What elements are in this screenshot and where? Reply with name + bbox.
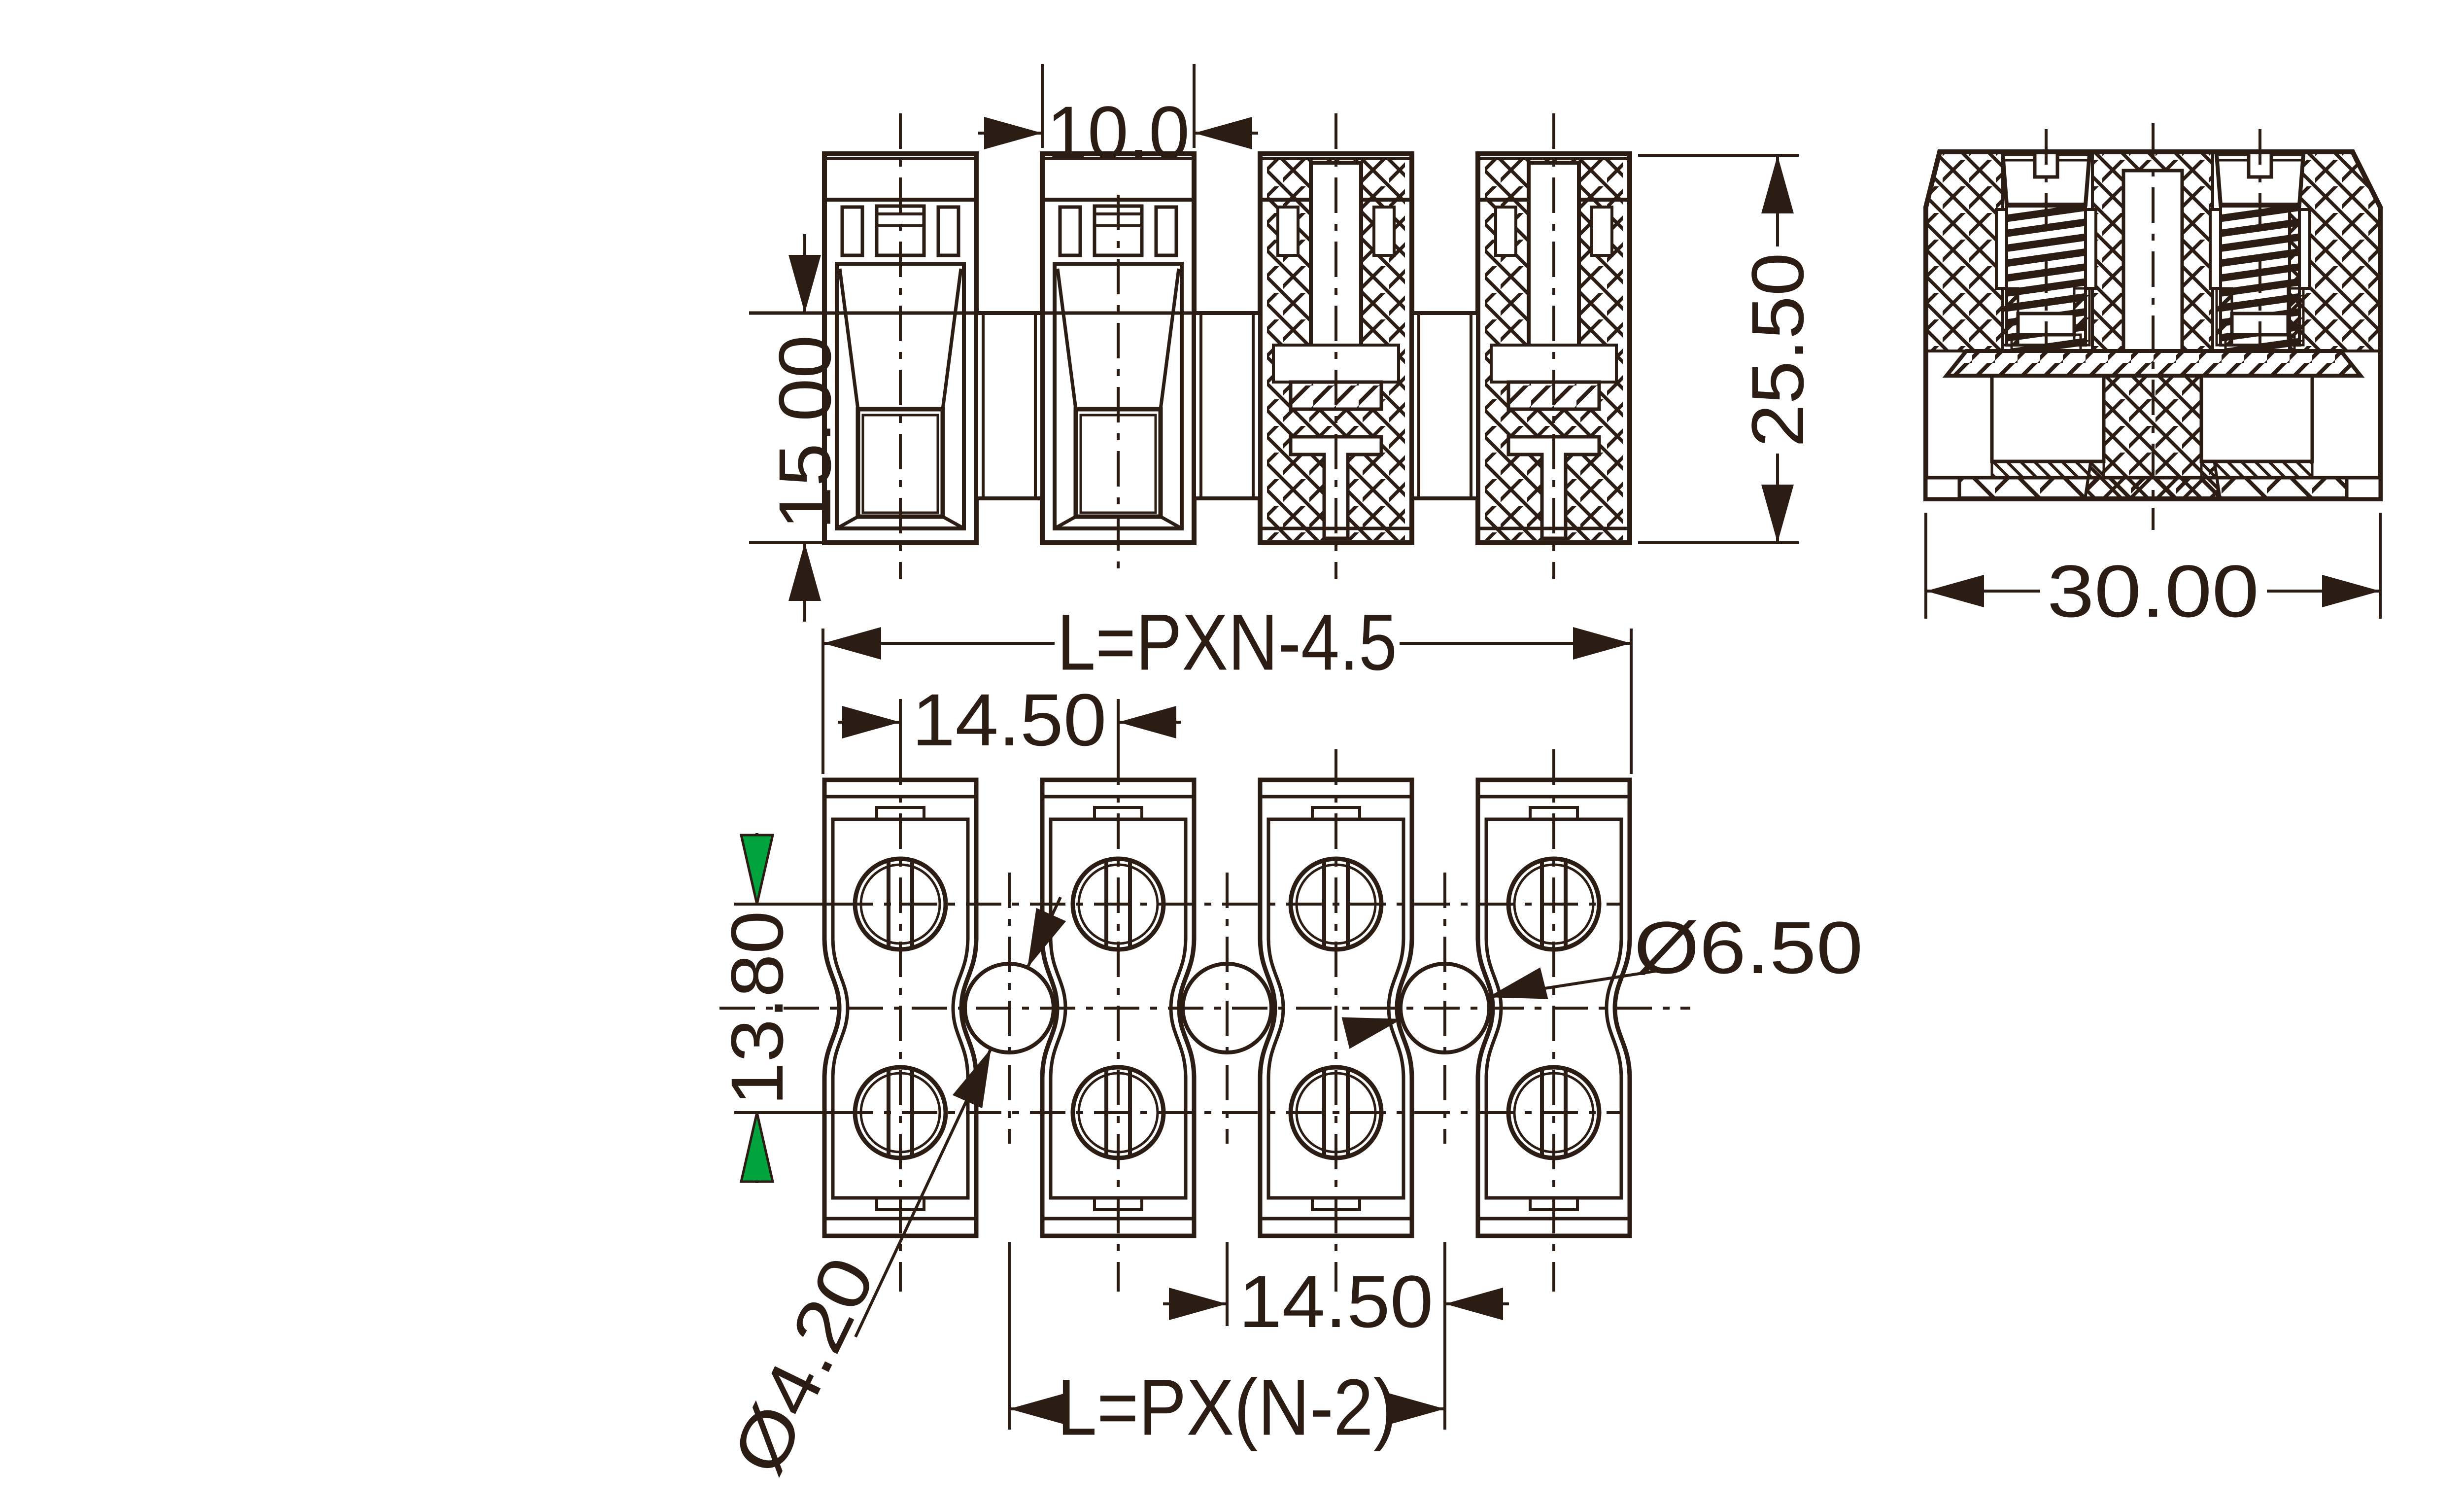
dimension-arrow bbox=[1169, 1288, 1227, 1320]
dim-cap-width: 10.0 bbox=[978, 64, 1258, 174]
dim-mid-hole-dia-label: Ø4.20 bbox=[716, 1244, 891, 1487]
section-strip-right bbox=[2200, 460, 2314, 479]
dim-cap-width-label: 10.0 bbox=[1047, 91, 1190, 174]
dim-pitch-bottom-label: 14.50 bbox=[1239, 1260, 1434, 1343]
green-dimension-arrow bbox=[741, 1113, 773, 1182]
dim-front-height-label: 25.50 bbox=[1736, 253, 1819, 448]
dim-pitch-bottom: 14.50 bbox=[1163, 1242, 1509, 1430]
section-lower-chamber-right bbox=[2199, 374, 2314, 463]
dimension-arrow bbox=[1573, 627, 1631, 660]
dimension-arrow bbox=[1194, 117, 1252, 149]
front-view: 10.0 15.00 25.50 bbox=[749, 64, 1819, 622]
plan-view: L=PXN-4.5 14.50 13.80 bbox=[716, 598, 1863, 1487]
dim-pitch-top: 14.50 bbox=[838, 678, 1181, 775]
section-strip-left bbox=[1990, 460, 2105, 479]
dimension-arrow bbox=[1445, 1288, 1503, 1320]
dimension-arrow bbox=[2322, 575, 2380, 607]
dimension-arrow bbox=[788, 543, 821, 601]
dimension-arrow bbox=[1761, 155, 1794, 213]
dimension-arrow bbox=[1761, 485, 1794, 543]
dim-section-width: 30.00 bbox=[1924, 513, 2382, 632]
dim-end-hole-dia-label: Ø6.50 bbox=[1634, 906, 1863, 989]
dim-screw-row-spacing-label: 13.80 bbox=[716, 911, 798, 1106]
section-foot-left bbox=[1924, 476, 1961, 501]
dimension-arrow bbox=[984, 117, 1042, 149]
dim-section-width-label: 30.00 bbox=[2047, 550, 2259, 632]
dim-screw-row-spacing: 13.80 bbox=[716, 833, 838, 1183]
dim-overall-length: L=PXN-4.5 bbox=[821, 598, 1633, 774]
section-foot-right bbox=[2345, 476, 2382, 501]
dim-hole-span-label: L=PX(N-2) bbox=[1057, 1363, 1397, 1452]
dimension-arrow bbox=[1118, 706, 1176, 738]
dim-funnel-depth-label: 15.00 bbox=[763, 335, 846, 530]
dim-front-height: 25.50 bbox=[1638, 154, 1819, 544]
front-centerlines bbox=[899, 113, 1555, 579]
dimension-arrow bbox=[788, 255, 821, 313]
dimension-arrow bbox=[1926, 575, 1984, 607]
section-lower-chamber-left bbox=[1990, 374, 2106, 463]
plan-centerlines bbox=[719, 749, 1690, 1292]
dimension-arrow bbox=[823, 627, 881, 660]
dim-hole-span: L=PX(N-2) bbox=[1008, 1242, 1445, 1452]
dimension-arrow bbox=[842, 706, 900, 738]
dim-overall-length-label: L=PXN-4.5 bbox=[1057, 598, 1397, 687]
callout-end-hole-dia: Ø6.50 bbox=[1341, 906, 1863, 1049]
green-dimension-arrow bbox=[741, 835, 773, 904]
interlock-bridges bbox=[974, 311, 1480, 500]
dim-pitch-top-label: 14.50 bbox=[912, 678, 1107, 761]
side-section-view: 30.00 bbox=[1923, 123, 2383, 632]
dim-funnel-depth: 15.00 bbox=[749, 234, 846, 622]
section-centerlines bbox=[2045, 123, 2261, 530]
section-left-wall bbox=[1924, 150, 2004, 352]
